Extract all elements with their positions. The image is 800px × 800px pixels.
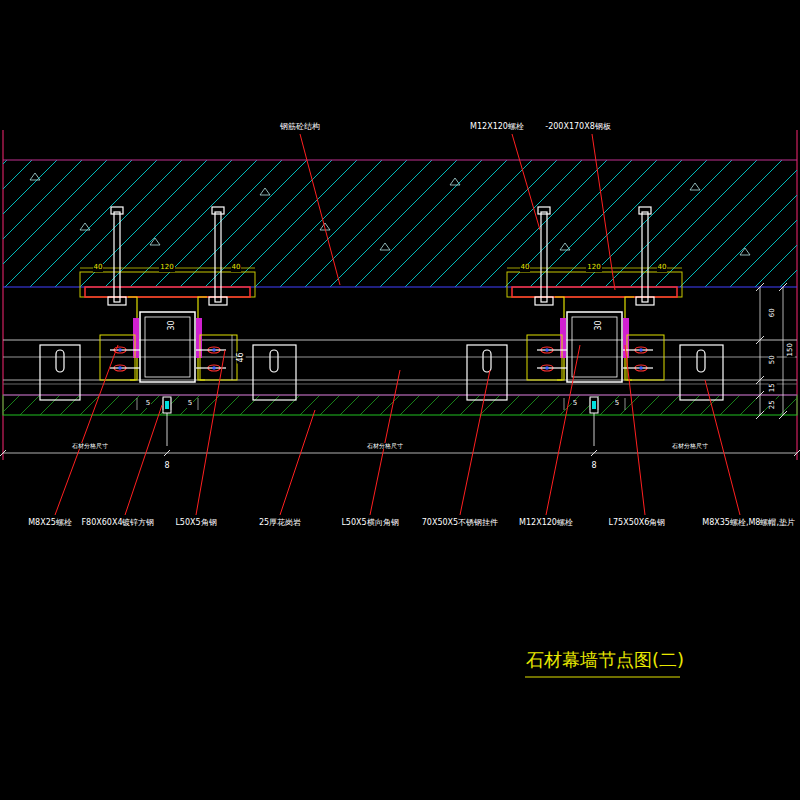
dimension-text: 8 — [163, 462, 170, 471]
dimension-text: 120 — [586, 264, 601, 272]
part-label: 石材分格尺寸 — [671, 443, 709, 450]
part-label: M8X35螺栓,M8螺帽,垫片 — [701, 519, 796, 528]
drawing-title: 石材幕墙节点图(二) — [525, 650, 685, 670]
dimension-text: 60 — [768, 308, 776, 319]
dimension-text: 46 — [237, 351, 246, 363]
dimension-text: 15 — [768, 383, 776, 394]
part-label: M8X25螺栓 — [27, 519, 73, 528]
dimension-text: 40 — [231, 264, 242, 272]
part-label: 70X50X5不锈钢挂件 — [421, 519, 499, 528]
dimension-text: 40 — [93, 264, 104, 272]
part-label: L50X5角钢 — [174, 519, 217, 528]
dimension-text: 150 — [786, 342, 794, 357]
part-label: M12X120螺栓 — [469, 123, 525, 132]
dimension-text: 40 — [657, 264, 668, 272]
dimension-text: 8 — [590, 462, 597, 471]
part-label: 25厚花岗岩 — [258, 519, 302, 528]
part-label: L75X50X6角钢 — [608, 519, 667, 528]
part-label: 石材分格尺寸 — [366, 443, 404, 450]
dimension-text: 25 — [768, 400, 776, 411]
dimension-text: 120 — [159, 264, 174, 272]
part-label: L50X5横向角钢 — [340, 519, 399, 528]
dimension-text: 5 — [187, 400, 193, 408]
part-label: M12X120螺栓 — [518, 519, 574, 528]
dimension-text: 5 — [572, 400, 578, 408]
dimension-text: 50 — [768, 355, 776, 366]
dimension-text: 30 — [595, 319, 604, 331]
dimension-text: 40 — [520, 264, 531, 272]
part-label: -200X170X8钢板 — [544, 123, 611, 132]
part-label: F80X60X4镀锌方钢 — [80, 519, 155, 528]
dimension-text: 5 — [614, 400, 620, 408]
part-label: 钢筋砼结构 — [279, 123, 321, 132]
dimension-text: 30 — [168, 319, 177, 331]
part-label: 石材分格尺寸 — [71, 443, 109, 450]
dimension-text: 5 — [145, 400, 151, 408]
